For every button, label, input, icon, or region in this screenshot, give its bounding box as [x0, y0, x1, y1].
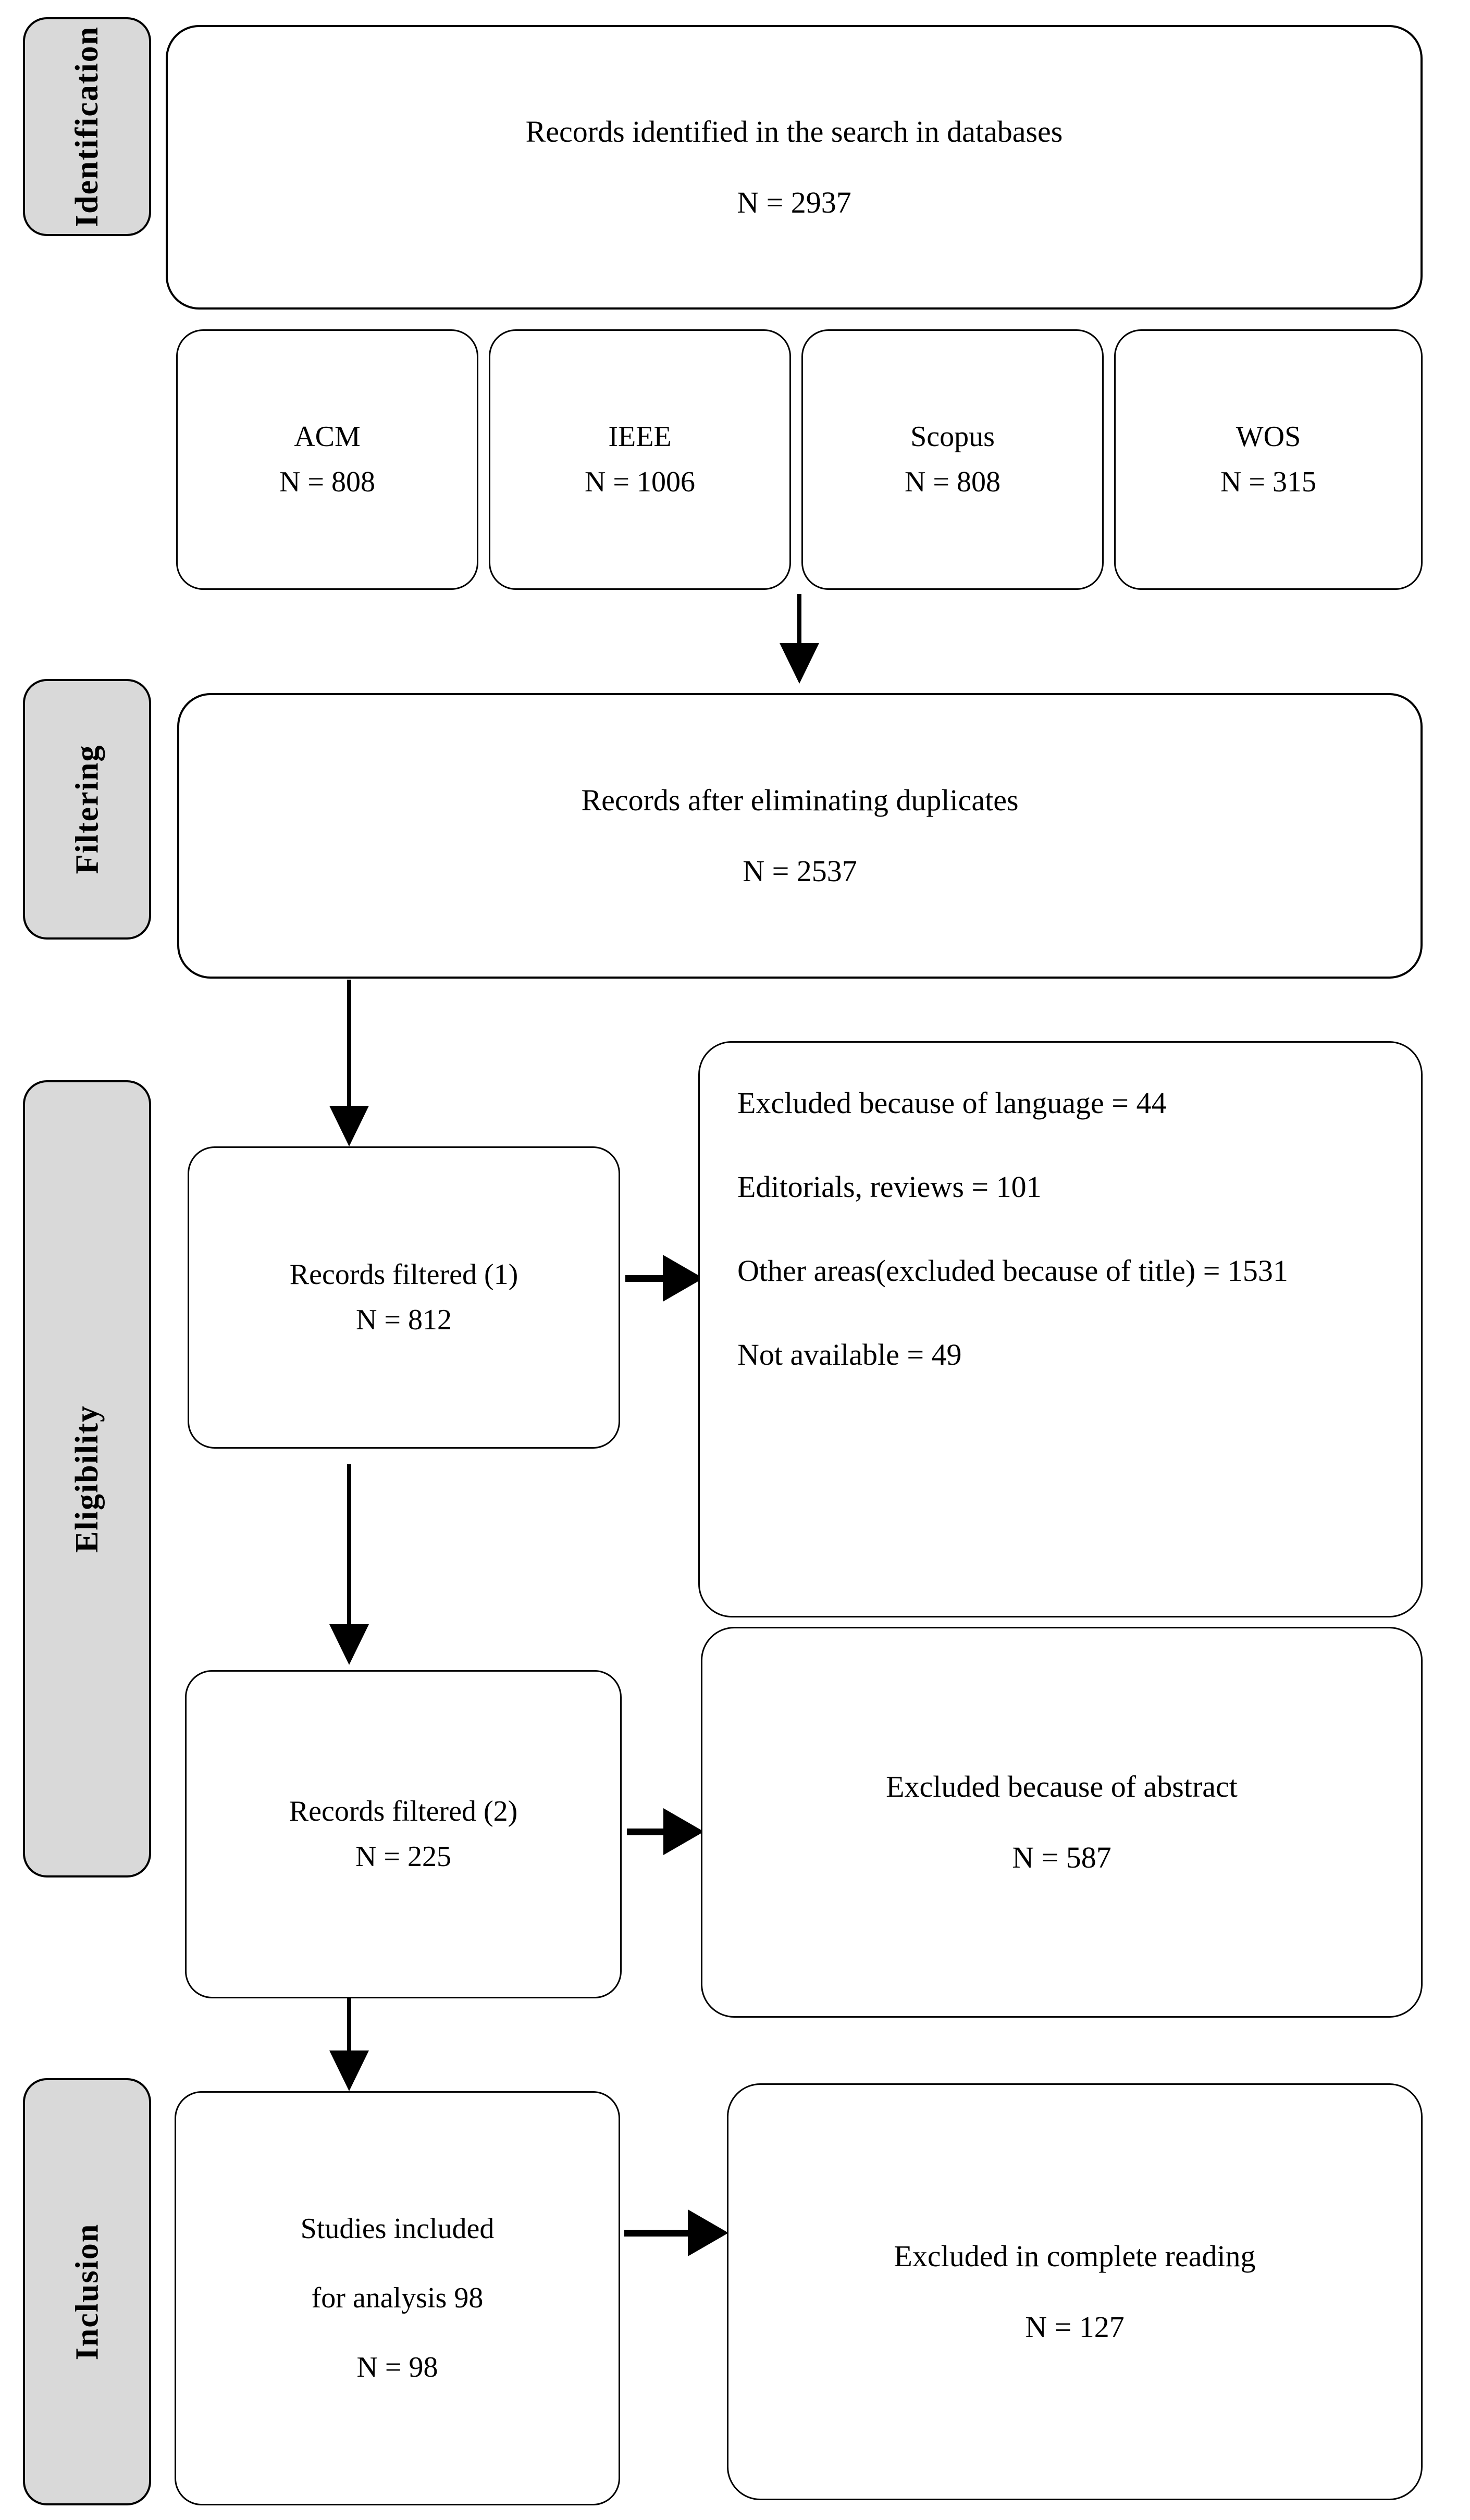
- arrow-head: [329, 2050, 369, 2091]
- database-wos-name: WOS: [1236, 421, 1301, 453]
- arrow-head: [663, 1255, 703, 1302]
- database-acm-count: N = 808: [279, 466, 376, 498]
- node-database-acm: ACM N = 808: [176, 329, 478, 590]
- node-database-ieee: IEEE N = 1006: [489, 329, 791, 590]
- arrow-shaft: [625, 1275, 666, 1282]
- database-ieee-count: N = 1006: [584, 466, 696, 498]
- exclusion-item-editorials: Editorials, reviews = 101: [737, 1170, 1042, 1204]
- arrow-head: [329, 1624, 369, 1665]
- arrow-shaft: [624, 2230, 691, 2237]
- arrow-filtered2-to-studies-included: [328, 1998, 370, 2091]
- records-identified-title: Records identified in the search in data…: [525, 115, 1063, 149]
- records-filtered-1-count: N = 812: [355, 1304, 452, 1336]
- node-after-duplicates: Records after eliminating duplicates N =…: [177, 693, 1423, 979]
- arrow-shaft: [797, 594, 801, 644]
- stage-label-inclusion-text: Inclusion: [69, 2223, 105, 2361]
- arrow-head: [780, 643, 819, 684]
- arrow-databases-to-duplicates: [779, 594, 820, 684]
- database-ieee-name: IEEE: [608, 421, 672, 453]
- records-identified-count: N = 2937: [737, 186, 851, 219]
- stage-label-eligibility: Eligibility: [23, 1080, 151, 1877]
- after-duplicates-count: N = 2537: [743, 854, 857, 888]
- records-filtered-1-title: Records filtered (1): [289, 1258, 518, 1291]
- node-database-wos: WOS N = 315: [1114, 329, 1423, 590]
- studies-included-line1: Studies included: [300, 2213, 495, 2245]
- exclusion-item-other-areas: Other areas(excluded because of title) =…: [737, 1254, 1288, 1288]
- excluded-complete-reading-count: N = 127: [1025, 2310, 1125, 2344]
- after-duplicates-title: Records after eliminating duplicates: [581, 783, 1019, 818]
- arrow-studies-to-excluded-reading: [624, 2209, 728, 2256]
- node-records-filtered-2: Records filtered (2) N = 225: [185, 1670, 622, 1998]
- database-scopus-count: N = 808: [904, 466, 1001, 498]
- arrow-shaft: [347, 980, 351, 1107]
- arrow-head: [329, 1106, 369, 1146]
- node-excluded-complete-reading: Excluded in complete reading N = 127: [727, 2083, 1423, 2500]
- records-filtered-2-title: Records filtered (2): [289, 1795, 518, 1828]
- exclusion-item-language: Excluded because of language = 44: [737, 1086, 1167, 1120]
- database-scopus-name: Scopus: [910, 421, 995, 453]
- excluded-abstract-count: N = 587: [1012, 1840, 1111, 1874]
- studies-included-line2: for analysis 98: [311, 2282, 484, 2315]
- database-wos-count: N = 315: [1220, 466, 1317, 498]
- node-records-identified: Records identified in the search in data…: [166, 25, 1423, 310]
- stage-label-eligibility-text: Eligibility: [69, 1405, 105, 1553]
- node-database-scopus: Scopus N = 808: [801, 329, 1104, 590]
- arrow-filtered1-to-exclusions: [625, 1255, 703, 1302]
- excluded-complete-reading-title: Excluded in complete reading: [894, 2239, 1256, 2274]
- stage-label-identification: Identification: [23, 17, 151, 236]
- stage-label-identification-text: Identification: [69, 26, 105, 228]
- records-filtered-2-count: N = 225: [355, 1840, 452, 1873]
- node-excluded-abstract: Excluded because of abstract N = 587: [701, 1627, 1423, 2018]
- excluded-abstract-title: Excluded because of abstract: [886, 1770, 1238, 1804]
- node-studies-included: Studies included for analysis 98 N = 98: [175, 2091, 620, 2505]
- stage-label-inclusion: Inclusion: [23, 2078, 151, 2505]
- arrow-head: [663, 1808, 704, 1855]
- arrow-shaft: [347, 1464, 351, 1625]
- stage-label-filtering: Filtering: [23, 679, 151, 940]
- studies-included-count: N = 98: [356, 2351, 438, 2383]
- arrow-filtered2-to-excluded-abstract: [627, 1808, 704, 1855]
- node-records-filtered-1: Records filtered (1) N = 812: [188, 1146, 620, 1449]
- arrow-head: [688, 2209, 728, 2256]
- arrow-shaft: [347, 1998, 351, 2052]
- exclusion-item-not-available: Not available = 49: [737, 1338, 962, 1372]
- database-acm-name: ACM: [294, 421, 361, 453]
- stage-label-filtering-text: Filtering: [69, 744, 105, 874]
- arrow-shaft: [627, 1829, 666, 1835]
- arrow-filtered1-to-filtered2: [328, 1464, 370, 1665]
- arrow-duplicates-to-filtered1: [328, 980, 370, 1146]
- node-excluded-eligibility: Excluded because of language = 44 Editor…: [698, 1041, 1423, 1617]
